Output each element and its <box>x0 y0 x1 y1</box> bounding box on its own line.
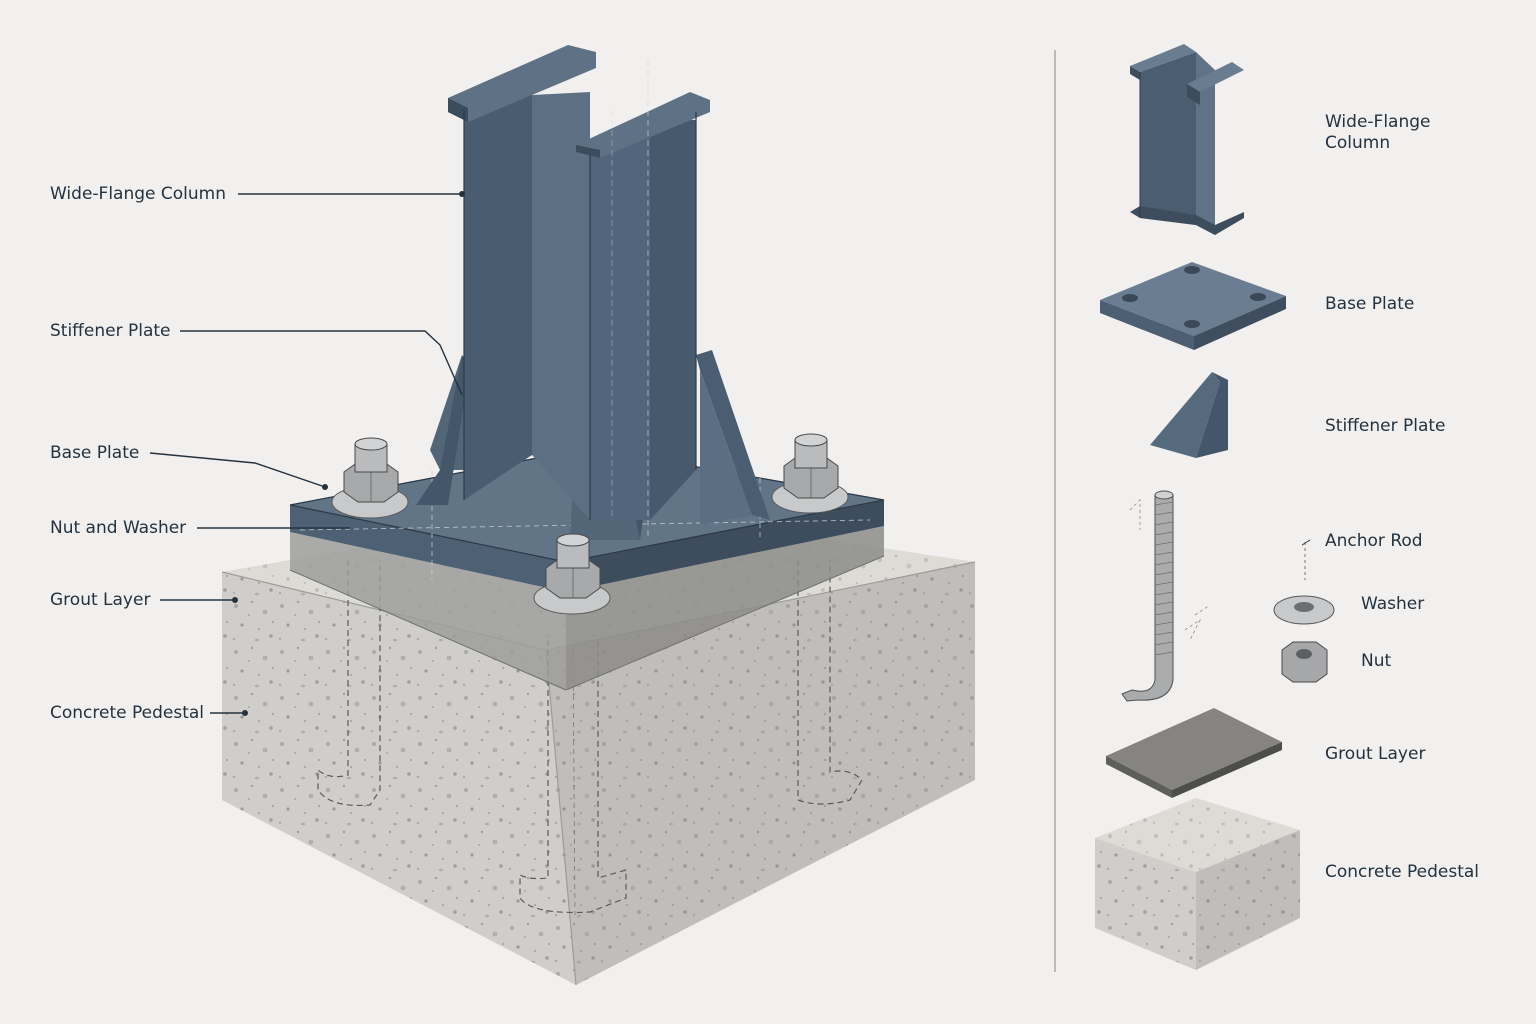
hidden-anchor-rods <box>317 560 863 914</box>
part-label-base-plate: Base Plate <box>1325 294 1415 314</box>
part-label-pedestal: Concrete Pedestal <box>1325 862 1480 882</box>
part-nut-illustration <box>1281 641 1328 683</box>
bolt-left <box>331 437 409 519</box>
main-assembly-view <box>149 45 976 986</box>
part-grout-illustration <box>1106 708 1282 798</box>
callout-base-plate: Base Plate <box>50 443 140 463</box>
wide-flange-column <box>448 45 710 540</box>
callout-pedestal: Concrete Pedestal <box>50 703 205 723</box>
callout-grout: Grout Layer <box>50 590 151 610</box>
part-pedestal-illustration <box>1095 798 1300 970</box>
leader-base-plate <box>149 452 326 488</box>
callout-nut-washer: Nut and Washer <box>50 518 187 538</box>
anchor-bolts <box>331 433 849 615</box>
part-label-stiffener: Stiffener Plate <box>1325 416 1446 436</box>
part-label-nut: Nut <box>1361 651 1392 671</box>
bolt-front <box>533 533 611 615</box>
part-column-illustration <box>1130 44 1244 235</box>
part-label-grout: Grout Layer <box>1325 744 1426 764</box>
bolt-right <box>771 433 849 514</box>
callout-column: Wide-Flange Column <box>50 184 226 204</box>
part-anchor-rod-illustration <box>1121 490 1311 702</box>
part-washer-illustration <box>1273 595 1335 625</box>
part-label-anchor-rod: Anchor Rod <box>1325 531 1423 551</box>
part-label-washer: Washer <box>1361 594 1425 614</box>
callout-leaders <box>149 193 463 714</box>
parts-list-view <box>1095 44 1335 970</box>
part-label-column: Wide-Flange Column <box>1325 112 1431 153</box>
part-stiffener-illustration <box>1150 372 1228 458</box>
callout-stiffener: Stiffener Plate <box>50 321 171 341</box>
leader-stiffener <box>180 330 463 396</box>
part-base-plate-illustration <box>1100 262 1286 350</box>
grout-layer <box>289 526 885 691</box>
